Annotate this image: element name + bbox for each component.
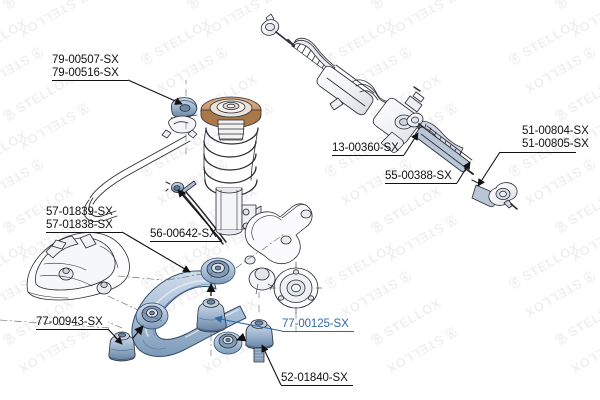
- part-label-13-00360-sx-line-1: 13-00360-SX: [332, 142, 399, 154]
- part-label-77-00943-sx-rule: [36, 329, 108, 330]
- part-label-57-01839-sx-line-1: 57-01839-SX: [46, 206, 113, 218]
- part-label-79-00507-sx-rule: [52, 80, 128, 81]
- part-label-77-00943-sx: 77-00943-SX: [36, 316, 103, 329]
- part-label-77-00943-sx-line-1: 77-00943-SX: [36, 316, 103, 328]
- part-label-13-00360-sx-rule: [332, 155, 404, 156]
- part-label-79-00507-sx-line-2: 79-00516-SX: [52, 66, 119, 79]
- part-label-55-00388-sx: 55-00388-SX: [385, 170, 452, 183]
- part-label-55-00388-sx-rule: [385, 183, 457, 184]
- part-label-51-00804-sx-line-2: 51-00805-SX: [522, 137, 589, 150]
- part-label-55-00388-sx-line-1: 55-00388-SX: [385, 170, 452, 182]
- part-label-13-00360-sx: 13-00360-SX: [332, 142, 399, 155]
- part-label-52-01840-sx-line-1: 52-01840-SX: [281, 372, 348, 384]
- part-label-52-01840-sx-rule: [281, 385, 353, 386]
- part-label-77-00125-sx-rule: [282, 331, 354, 332]
- part-label-51-00804-sx-rule: [500, 152, 576, 153]
- part-label-57-01839-sx-line-2: 57-01838-SX: [46, 218, 113, 231]
- part-label-52-01840-sx: 52-01840-SX: [281, 372, 348, 385]
- part-label-56-00642-sx-line-1: 56-00642-SX: [150, 228, 217, 240]
- part-label-79-00507-sx-line-1: 79-00507-SX: [52, 54, 119, 66]
- part-label-77-00125-sx-line-1: 77-00125-SX: [282, 318, 349, 330]
- part-label-56-00642-sx: 56-00642-SX: [150, 228, 217, 241]
- part-label-51-00804-sx-line-1: 51-00804-SX: [522, 125, 589, 137]
- part-label-77-00125-sx: 77-00125-SX: [282, 318, 349, 331]
